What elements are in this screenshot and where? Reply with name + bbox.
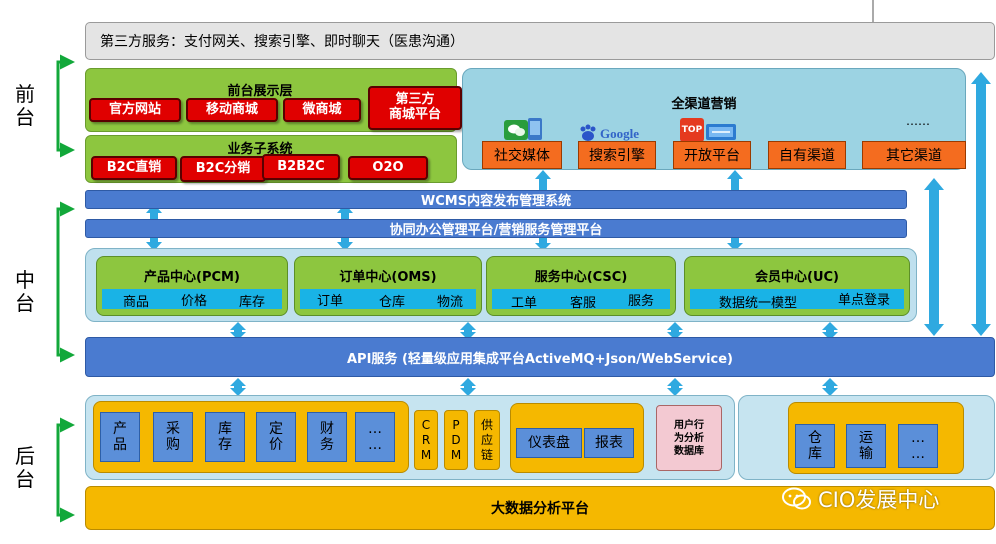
channel-social-media[interactable]: 社交媒体 (482, 141, 562, 169)
channel-open-platform[interactable]: 开放平台 (673, 141, 751, 169)
csc-item-service[interactable]: 服务 (627, 293, 654, 309)
back-bracket (56, 417, 75, 523)
front-bracket (56, 54, 75, 158)
user-behavior-db[interactable]: 用户行 为分析 数据库 (656, 405, 722, 471)
third-party-services-bar: 第三方服务：支付网关、搜索引擎、即时聊天（医患沟通） (85, 22, 995, 60)
uc-item-unified-data-model[interactable]: 数据统一模型 (718, 295, 797, 311)
channel-own-channel[interactable]: 自有渠道 (768, 141, 846, 169)
pcm-item-goods[interactable]: 商品 (122, 294, 149, 310)
google-logo: Google (600, 126, 646, 142)
arrow-omni-api (924, 178, 944, 336)
front-item-micro-mall[interactable]: 微商城 (283, 98, 361, 122)
oms-item-warehouse[interactable]: 仓库 (378, 294, 405, 310)
center-csc-strip (492, 289, 670, 309)
csc-item-ticket[interactable]: 工单 (510, 295, 537, 311)
center-uc-title: 会员中心(UC) (755, 269, 839, 285)
wechat-icon (504, 118, 542, 142)
wechat-watermark-icon (782, 487, 812, 511)
middle-bracket (56, 201, 75, 363)
center-oms-title: 订单中心(OMS) (339, 269, 437, 285)
pcm-item-price[interactable]: 价格 (180, 293, 207, 309)
arrow-api-back-1 (230, 378, 246, 396)
channel-search-engine[interactable]: 搜索引擎 (578, 141, 656, 169)
report-doc[interactable]: 报表 (584, 428, 634, 458)
arrow-api-back-2 (460, 378, 476, 396)
arrow-center-api-1 (230, 322, 246, 340)
back-pdm[interactable]: P D M (444, 410, 468, 470)
wcms-bar[interactable]: WCMS内容发布管理系统 (85, 190, 907, 209)
arrow-center-api-4 (822, 322, 838, 340)
business-item-o2o[interactable]: O2O (348, 156, 428, 180)
center-oms-strip (300, 289, 476, 309)
back-supply-chain[interactable]: 供 应 链 (474, 410, 500, 470)
arrow-center-api-3 (667, 322, 683, 340)
baidu-icon (578, 124, 598, 142)
channel-other-channel[interactable]: 其它渠道 (862, 141, 966, 169)
center-pcm-strip (102, 289, 282, 309)
uc-item-single-sign-on[interactable]: 单点登录 (837, 292, 890, 308)
center-uc-strip (690, 289, 904, 309)
pcm-item-inventory[interactable]: 库存 (238, 294, 265, 310)
front-item-mobile-mall[interactable]: 移动商城 (186, 98, 278, 122)
open-platform-icon (706, 124, 736, 140)
business-item-b2b2c[interactable]: B2B2C (262, 154, 340, 180)
back-doc-pricing[interactable]: 定 价 (256, 412, 296, 462)
office-platform-bar[interactable]: 协同办公管理平台/营销服务管理平台 (85, 219, 907, 238)
back-doc-more[interactable]: … … (355, 412, 395, 462)
logistics-doc-transport[interactable]: 运 输 (846, 424, 886, 468)
bigdata-platform-bar[interactable]: 大数据分析平台 (85, 486, 995, 530)
business-subsystem-title: 业务子系统 (227, 141, 293, 157)
back-doc-inventory[interactable]: 库 存 (205, 412, 245, 462)
center-pcm-title: 产品中心(PCM) (144, 269, 240, 285)
csc-item-customer-service[interactable]: 客服 (569, 295, 596, 311)
logistics-doc-warehouse[interactable]: 仓 库 (795, 424, 835, 468)
front-display-title: 前台展示层 (227, 83, 293, 99)
top-logo: TOP (680, 118, 704, 142)
business-item-b2c-direct[interactable]: B2C直销 (91, 156, 177, 180)
back-doc-product[interactable]: 产 品 (100, 412, 140, 462)
front-item-third-party-mall[interactable]: 第三方 商城平台 (368, 86, 462, 130)
google-logo-text: Google (600, 126, 639, 141)
oms-item-logistics[interactable]: 物流 (436, 294, 463, 310)
logistics-doc-more[interactable]: … … (898, 424, 938, 468)
middle-label: 中 台 (15, 267, 35, 315)
arrow-center-api-2 (460, 322, 476, 340)
watermark: CIO发展中心 (782, 484, 982, 514)
back-doc-purchase[interactable]: 采 购 (153, 412, 193, 462)
arrow-right-long (971, 72, 991, 336)
arrow-api-back-4 (822, 378, 838, 396)
dashboard-doc[interactable]: 仪表盘 (516, 428, 582, 458)
center-csc-title: 服务中心(CSC) (534, 269, 628, 285)
watermark-text: CIO发展中心 (818, 488, 940, 512)
back-doc-finance[interactable]: 财 务 (307, 412, 347, 462)
api-service-bar[interactable]: API服务 (轻量级应用集成平台ActiveMQ+Json/WebService… (85, 337, 995, 377)
back-crm[interactable]: C R M (414, 410, 438, 470)
omni-channel-title: 全渠道营销 (671, 96, 737, 112)
omni-channel-ellipsis: …… (906, 114, 930, 128)
front-label: 前 台 (15, 81, 35, 129)
arrow-api-back-3 (667, 378, 683, 396)
back-label: 后 台 (15, 443, 35, 491)
oms-item-order[interactable]: 订单 (316, 293, 343, 309)
front-item-official-site[interactable]: 官方网站 (89, 98, 181, 122)
business-item-b2c-distribution[interactable]: B2C分销 (180, 156, 266, 182)
